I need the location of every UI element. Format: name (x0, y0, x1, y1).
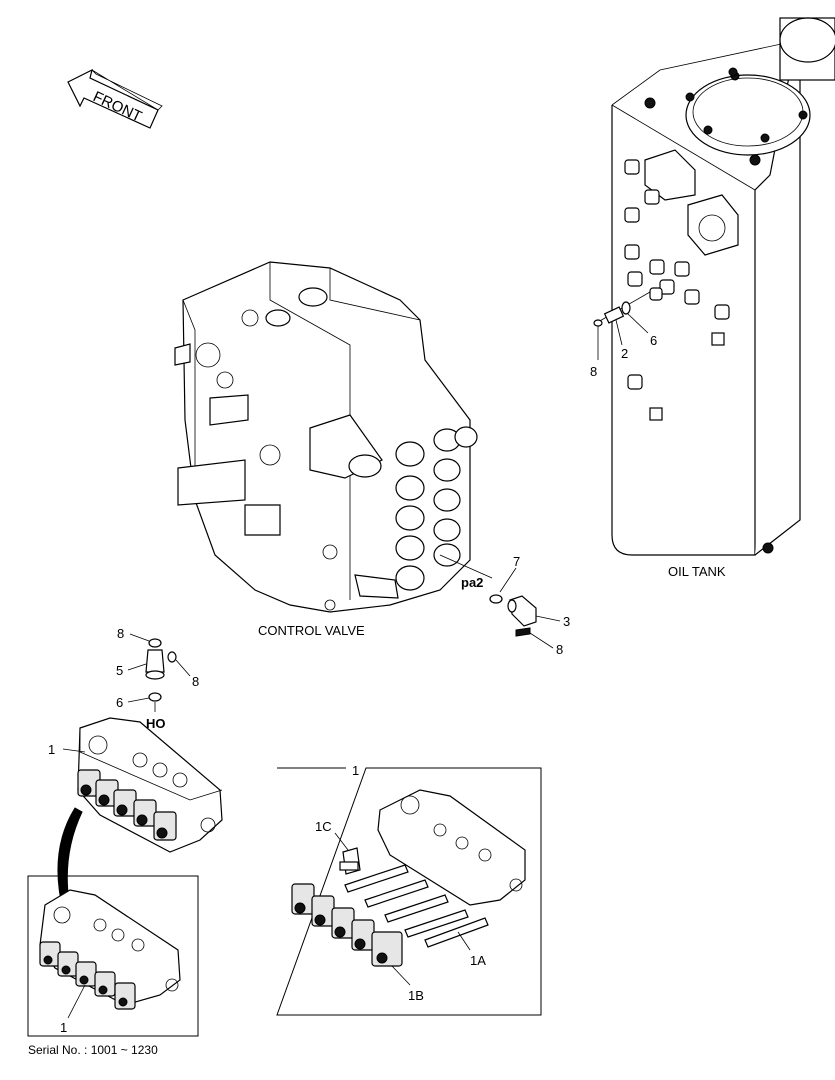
port-ho-label: HO (146, 716, 166, 731)
callout-1-box: 1 (352, 763, 359, 778)
callout-8-top: 8 (117, 626, 124, 641)
inset-view: 1 (27, 875, 199, 1037)
callout-7: 7 (513, 554, 520, 569)
callout-8-tank: 8 (590, 364, 597, 379)
pa2-fitting-group: pa2 7 3 8 (461, 554, 570, 657)
callout-3: 3 (563, 614, 570, 629)
ho-fitting-group: 8 5 8 6 HO (116, 626, 199, 731)
port-pa2-label: pa2 (461, 575, 483, 590)
oil-tank-label: OIL TANK (668, 564, 726, 579)
callout-8-pa2: 8 (556, 642, 563, 657)
callout-1c: 1C (315, 819, 332, 834)
callout-1-inset: 1 (60, 1020, 67, 1035)
callout-2: 2 (621, 346, 628, 361)
callout-6-valve: 6 (116, 695, 123, 710)
callout-5: 5 (116, 663, 123, 678)
callout-1a: 1A (470, 953, 486, 968)
serial-note: Serial No. : 1001 ~ 1230 (28, 1043, 158, 1057)
control-valve-label: CONTROL VALVE (258, 623, 365, 638)
callout-6-tank: 6 (650, 333, 657, 348)
control-valve: CONTROL VALVE (174, 261, 493, 638)
solenoid-coils (77, 769, 177, 841)
spool-cartridges (344, 864, 489, 948)
front-arrow: FRONT (67, 68, 163, 129)
exploded-coils (291, 883, 403, 967)
exploded-view: 1 1C 1A (276, 763, 542, 1016)
inset-pointer (57, 807, 83, 896)
solenoid-valve-block: 1 (48, 717, 223, 853)
spool-caps (395, 426, 478, 591)
tank-fitting-group: 8 2 6 (590, 291, 657, 379)
callout-1b: 1B (408, 988, 424, 1003)
callout-8-side: 8 (192, 674, 199, 689)
oil-tank: OIL TANK (611, 17, 835, 579)
callout-1-valve: 1 (48, 742, 55, 757)
